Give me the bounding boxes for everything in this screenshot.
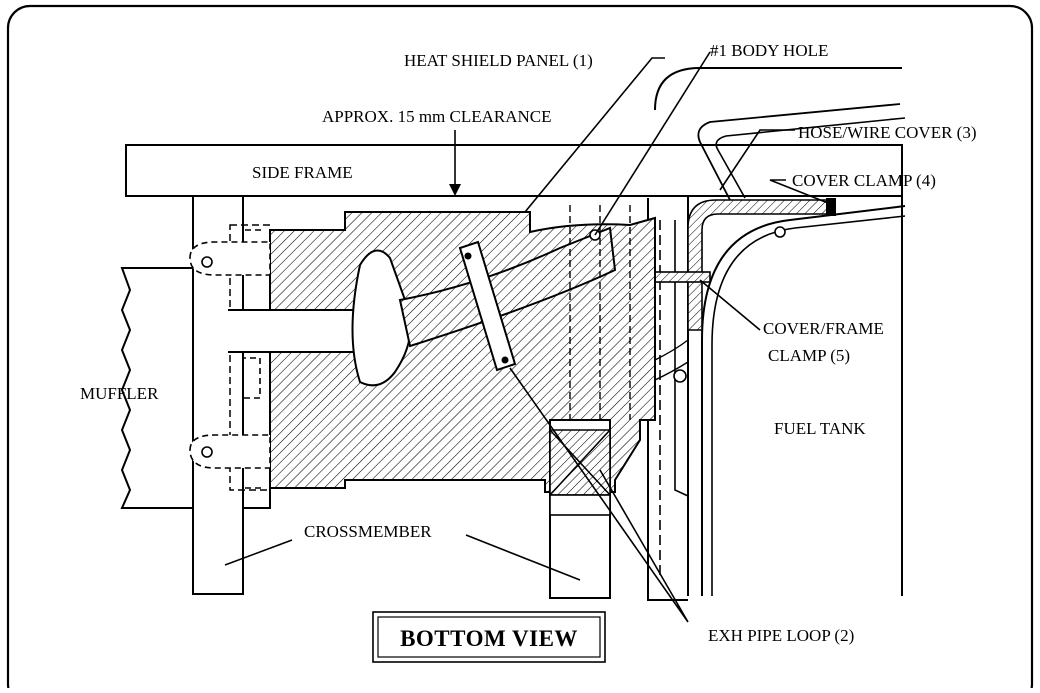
fuel-tank xyxy=(687,195,906,596)
label-side-frame: SIDE FRAME xyxy=(252,163,353,182)
label-muffler: MUFFLER xyxy=(80,384,159,403)
label-heat-shield-panel: HEAT SHIELD PANEL (1) xyxy=(404,51,593,70)
label-exh-pipe-loop: EXH PIPE LOOP (2) xyxy=(708,626,854,645)
outer-border xyxy=(6,4,1034,693)
label-cover-frame-clamp-line1: COVER/FRAME xyxy=(763,319,884,338)
label-crossmember: CROSSMEMBER xyxy=(304,522,432,541)
crossmember-hidden-edges xyxy=(569,205,631,420)
title-box: BOTTOM VIEW xyxy=(372,611,606,663)
label-cover-frame-clamp-line2: CLAMP (5) xyxy=(768,346,850,365)
crossmember-hidden-edge xyxy=(229,224,271,491)
exh-pipe-loop xyxy=(458,240,517,372)
cover-clamp xyxy=(826,198,836,216)
leader-lines xyxy=(224,51,834,623)
side-frame xyxy=(125,144,903,197)
label-clearance: APPROX. 15 mm CLEARANCE xyxy=(322,107,552,126)
label-hose-wire-cover: HOSE/WIRE COVER (3) xyxy=(798,123,976,142)
mounting-lugs xyxy=(189,229,601,469)
label-fuel-tank: FUEL TANK xyxy=(774,419,866,438)
clearance-arrow xyxy=(449,184,461,196)
diagram-title: BOTTOM VIEW xyxy=(400,626,578,651)
label-cover-clamp: COVER CLAMP (4) xyxy=(792,171,936,190)
label-body-hole: #1 BODY HOLE xyxy=(710,41,828,60)
exhaust-pipe xyxy=(228,226,617,387)
crossmember-right xyxy=(549,419,611,599)
